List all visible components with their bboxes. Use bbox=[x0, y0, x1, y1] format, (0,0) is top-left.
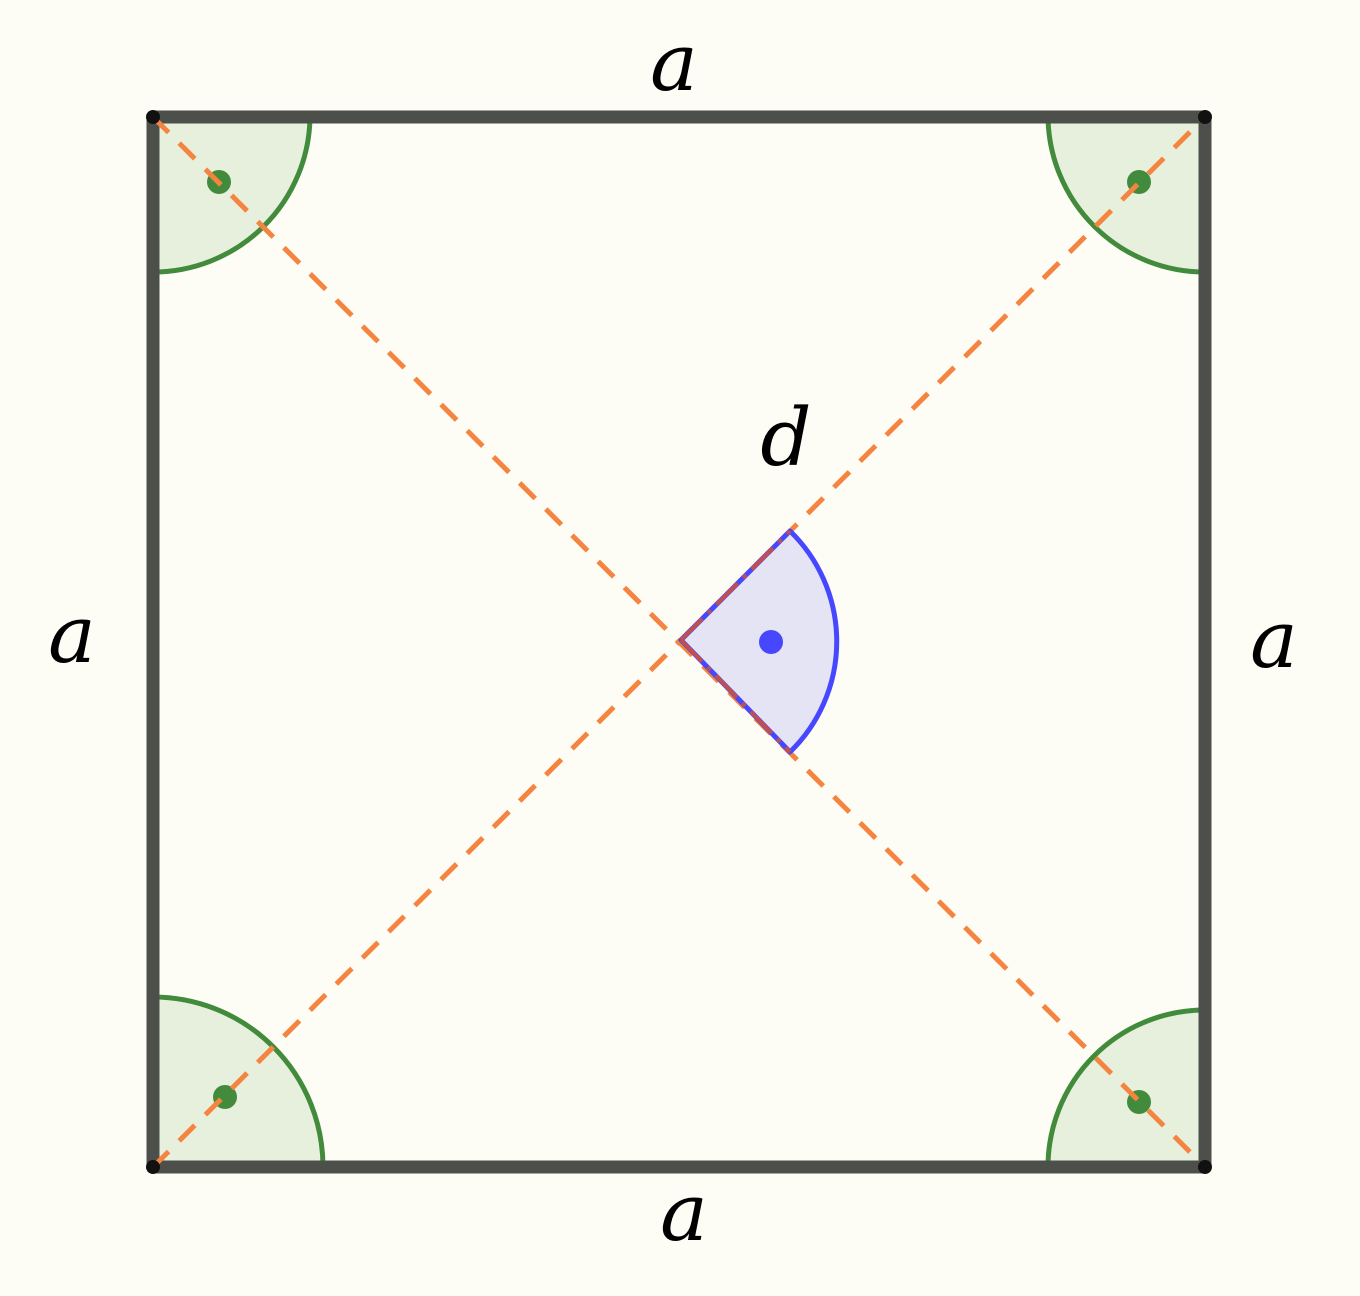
vertex-top-left bbox=[146, 110, 160, 124]
vertex-top-right bbox=[1198, 110, 1212, 124]
label-diagonal: d bbox=[760, 391, 811, 484]
center-angle-dot bbox=[759, 630, 783, 654]
center-angle-edge-upper bbox=[679, 529, 792, 642]
vertex-bottom-left bbox=[146, 1160, 160, 1174]
label-side-bottom: a bbox=[660, 1166, 708, 1259]
center-angle-sector bbox=[678, 528, 840, 755]
center-angle-edge-lower bbox=[679, 638, 792, 754]
label-side-left: a bbox=[48, 588, 96, 681]
diagonal-2 bbox=[151, 115, 1207, 1169]
label-side-right: a bbox=[1250, 593, 1298, 686]
vertex-bottom-right bbox=[1198, 1160, 1212, 1174]
label-side-top: a bbox=[650, 16, 698, 109]
